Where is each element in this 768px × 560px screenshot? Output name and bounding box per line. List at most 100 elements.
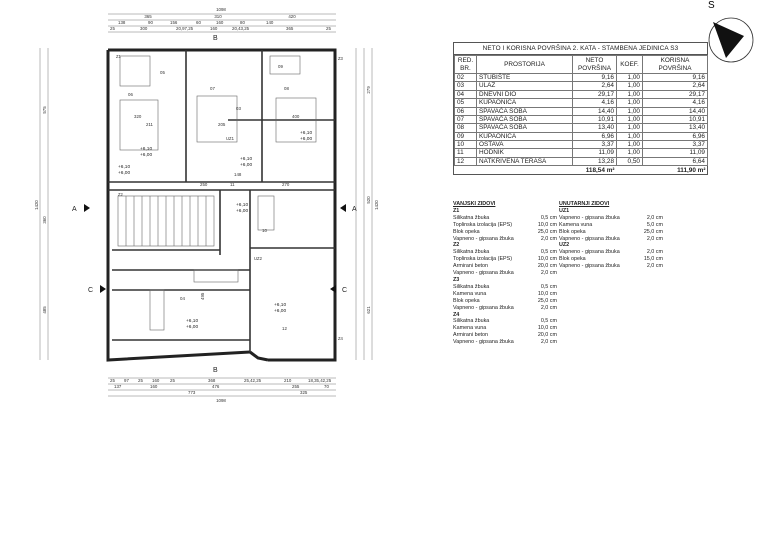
level-bedroom-2: +6,10 [118, 164, 130, 170]
wall-code: UZ2 [559, 242, 570, 249]
row-no: 12 [454, 156, 477, 167]
layer-material: Vapneno - gipsana žbuka [453, 270, 514, 277]
dim-bottom-r1-3: 160 [152, 378, 160, 383]
row-neto: 11,09 [572, 148, 617, 158]
layer-thickness: 10,0 cm [537, 221, 557, 228]
row-korisna: 9,16 [642, 73, 708, 83]
layer-material: Blok opeka [559, 256, 586, 263]
layer-material: Blok opeka [559, 228, 586, 235]
layer-thickness: 0,5 cm [540, 214, 557, 221]
room-tag-05: 05 [160, 70, 165, 75]
level-terrace: +6,10 [274, 302, 286, 308]
wall-code: Z2 [453, 242, 460, 249]
interior-walls [108, 50, 335, 352]
layer-thickness: 0,5 cm [540, 283, 557, 290]
dim-right-r2: 520 [366, 196, 371, 204]
dim-top-r1b: 310 [214, 14, 222, 19]
layer-thickness: 2,0 cm [540, 270, 557, 277]
outer-walls-title: VANJSKI ZIDOVI [453, 201, 496, 207]
north-arrow [708, 17, 754, 63]
row-no: 08 [454, 123, 477, 133]
dim-top-r3-3: 160 [210, 26, 218, 31]
row-no: 02 [454, 73, 477, 83]
dim-right-total: 1420 [374, 200, 379, 210]
row-name: NATKRIVENA TERASA [476, 156, 573, 167]
level-corridor-b: +6,00 [236, 208, 248, 214]
wall-tag-uz2: UZ2 [254, 256, 263, 261]
dim-top-r3-6: 25 [326, 26, 331, 31]
row-koef: 0,50 [616, 156, 643, 167]
row-neto: 14,40 [572, 106, 617, 116]
dim-left-r3: 485 [42, 306, 47, 314]
section-mark-b-top: B [213, 35, 218, 42]
layer-material: Kamena vuna [559, 221, 593, 228]
dim-bottom-r1-2: 25 [138, 378, 143, 383]
col-korisna: KORISNA POVRŠINA [642, 55, 708, 75]
layer-thickness: 2,0 cm [646, 249, 663, 256]
row-neto: 3,37 [572, 139, 617, 150]
inner-dim-7: 495 [200, 292, 205, 300]
inner-dim-5: 211 [146, 122, 154, 127]
room-tag-03: 03 [236, 106, 241, 111]
row-neto: 9,16 [572, 73, 617, 83]
inner-dim-4: 205 [218, 122, 226, 127]
row-neto: 10,91 [572, 114, 617, 125]
row-no: 05 [454, 98, 477, 108]
dim-bottom-total: 1098 [216, 398, 226, 403]
row-koef: 1,00 [616, 89, 643, 100]
level-bath-b: +6,00 [240, 162, 252, 168]
col-neto: NETO POVRŠINA [572, 55, 617, 75]
north-label: S [708, 0, 715, 11]
dimension-lines [39, 13, 373, 397]
row-koef: 1,00 [616, 81, 643, 91]
layer-material: Silikatna žbuka [453, 318, 490, 325]
layer-material: Silikatna žbuka [453, 249, 490, 256]
row-koef: 1,00 [616, 114, 643, 125]
section-mark-a-right: A [352, 206, 357, 213]
row-name: SPAVAĆA SOBA [476, 114, 573, 125]
dim-left-r1: 575 [42, 106, 47, 114]
wall-tag-z3: Z3 [338, 56, 344, 61]
layer-thickness: 2,0 cm [540, 304, 557, 311]
row-korisna: 3,37 [642, 139, 708, 150]
dim-bottom-r1-5: 368 [208, 378, 216, 383]
row-name: DNEVNI DIO [476, 89, 573, 100]
layer-thickness: 5,0 cm [646, 221, 663, 228]
row-koef: 1,00 [616, 73, 643, 83]
layer-material: Toplinska izolacija (EPS) [453, 221, 513, 228]
room-tag-07: 07 [210, 86, 215, 91]
level-bedroom-1: +6,10 [140, 146, 152, 152]
layer-thickness: 15,0 cm [643, 256, 663, 263]
wall-code: Z1 [453, 207, 460, 214]
dim-top-r2-3: 60 [196, 20, 201, 25]
dim-top-r2-1: 90 [148, 20, 153, 25]
layer-material: Blok opeka [453, 297, 480, 304]
inner-dim-6: 250 [200, 182, 208, 187]
wall-layer: Vapneno - gipsana žbuka 2,0 cm [453, 270, 557, 277]
row-korisna: 4,16 [642, 98, 708, 108]
layer-material: Vapneno - gipsana žbuka [453, 235, 514, 242]
wall-tag-z2: Z2 [118, 192, 124, 197]
layer-thickness: 25,0 cm [537, 228, 557, 235]
dim-bottom-r2-1: 160 [150, 384, 158, 389]
row-neto: 4,16 [572, 98, 617, 108]
layer-thickness: 10,0 cm [537, 325, 557, 332]
layer-thickness: 20,0 cm [537, 263, 557, 270]
wall-layer: Kamena vuna 5,0 cm [559, 222, 663, 229]
row-no: 10 [454, 139, 477, 150]
layer-material: Silikatna žbuka [453, 283, 490, 290]
